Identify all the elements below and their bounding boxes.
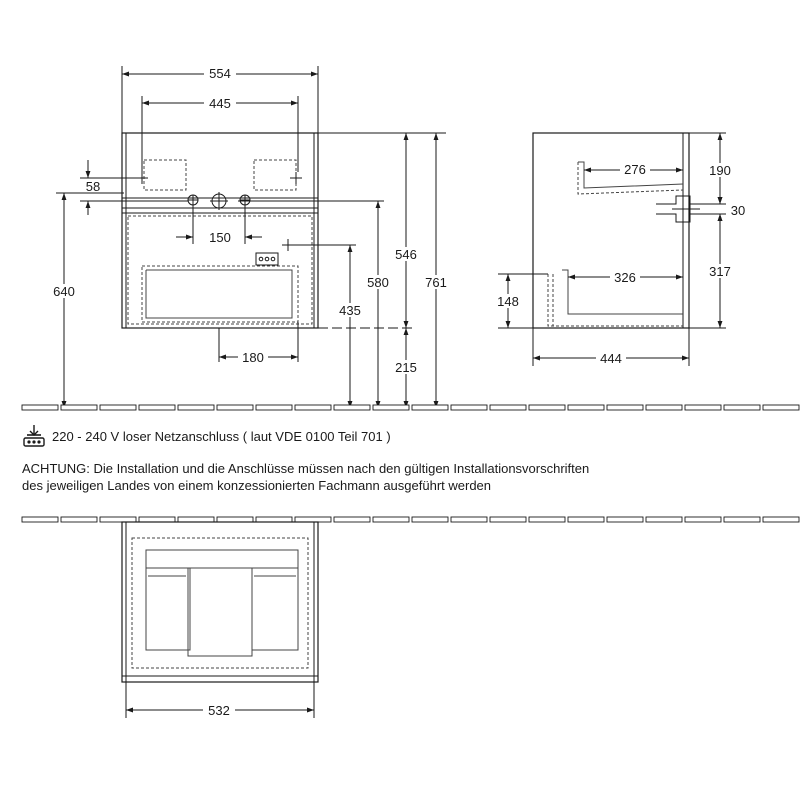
floor-tile [99, 516, 137, 523]
floor-tile [723, 404, 761, 411]
warning-line-1: ACHTUNG: Die Installation und die Anschl… [22, 461, 590, 476]
floor-tile [606, 516, 644, 523]
plan-cabinet-outline [121, 521, 319, 683]
plan-view [121, 521, 319, 718]
floor-tile [411, 404, 449, 411]
floor-tile [216, 404, 254, 411]
floor-line-top [21, 404, 800, 411]
floor-tile [294, 404, 332, 411]
floor-tile [528, 516, 566, 523]
dim-upper-recess: 276 [624, 162, 646, 177]
floor-tile [60, 404, 98, 411]
floor-tile [60, 516, 98, 523]
floor-tile [21, 516, 59, 523]
floor-tile [372, 516, 410, 523]
floor-tile [489, 404, 527, 411]
dim-top-offset: 58 [86, 179, 100, 194]
dim-tap-spacing: 150 [209, 230, 231, 245]
floor-tile [762, 404, 800, 411]
floor-tile [528, 404, 566, 411]
plan-view-dimensions: 532 [203, 703, 235, 718]
floor-tile [255, 516, 293, 523]
floor-tile [177, 516, 215, 523]
floor-tile [567, 516, 605, 523]
dim-socket-height: 435 [339, 303, 361, 318]
dim-floor-height: 640 [53, 284, 75, 299]
dim-siphon-width: 180 [242, 350, 264, 365]
dim-width: 554 [209, 66, 231, 81]
floor-tile [99, 404, 137, 411]
front-view [56, 66, 446, 408]
floor-tile [450, 516, 488, 523]
floor-tile [450, 404, 488, 411]
floor-tile [723, 516, 761, 523]
dim-bottom-clearance: 215 [395, 360, 417, 375]
floor-tile [138, 404, 176, 411]
floor-tile [21, 404, 59, 411]
floor-tile [372, 404, 410, 411]
dim-height: 546 [395, 247, 417, 262]
floor-tile [411, 516, 449, 523]
power-connection-note: 220 - 240 V loser Netzanschluss ( laut V… [52, 429, 391, 444]
side-cabinet-outline [532, 132, 690, 329]
dim-pipe: 30 [731, 203, 745, 218]
electrical-socket [255, 252, 279, 266]
floor-tile [333, 516, 371, 523]
floor-tile [645, 404, 683, 411]
floor-tile [606, 404, 644, 411]
dim-top-gap: 190 [709, 163, 731, 178]
front-cabinet-outline [121, 132, 319, 329]
front-view-dimensions: 554 445 58 150 180 546 761 580 435 215 6… [49, 66, 451, 375]
dim-drawer-width: 532 [208, 703, 230, 718]
floor-tile [177, 404, 215, 411]
floor-line-bottom [21, 516, 800, 523]
dim-inner-lower: 148 [497, 294, 519, 309]
dim-inner-width: 445 [209, 96, 231, 111]
floor-tile [255, 404, 293, 411]
floor-tile [216, 516, 254, 523]
dim-lower-recess: 326 [614, 270, 636, 285]
dim-total-height: 761 [425, 275, 447, 290]
floor-tile [762, 516, 800, 523]
power-connection-icon [23, 425, 45, 447]
floor-tile [489, 516, 527, 523]
floor-tile [138, 516, 176, 523]
floor-tile [333, 404, 371, 411]
side-view-dimensions: 276 190 30 326 317 148 444 [493, 162, 745, 366]
floor-tile [645, 516, 683, 523]
warning-line-2: des jeweiligen Landes von einem konzessi… [22, 478, 492, 493]
floor-tile [684, 404, 722, 411]
side-view [498, 132, 726, 366]
dim-lower-height: 317 [709, 264, 731, 279]
installation-warning: ACHTUNG: Die Installation und die Anschl… [22, 460, 589, 494]
dim-siphon-height: 580 [367, 275, 389, 290]
floor-tile [294, 516, 332, 523]
floor-tile [567, 404, 605, 411]
floor-tile [684, 516, 722, 523]
dim-depth: 444 [600, 351, 622, 366]
